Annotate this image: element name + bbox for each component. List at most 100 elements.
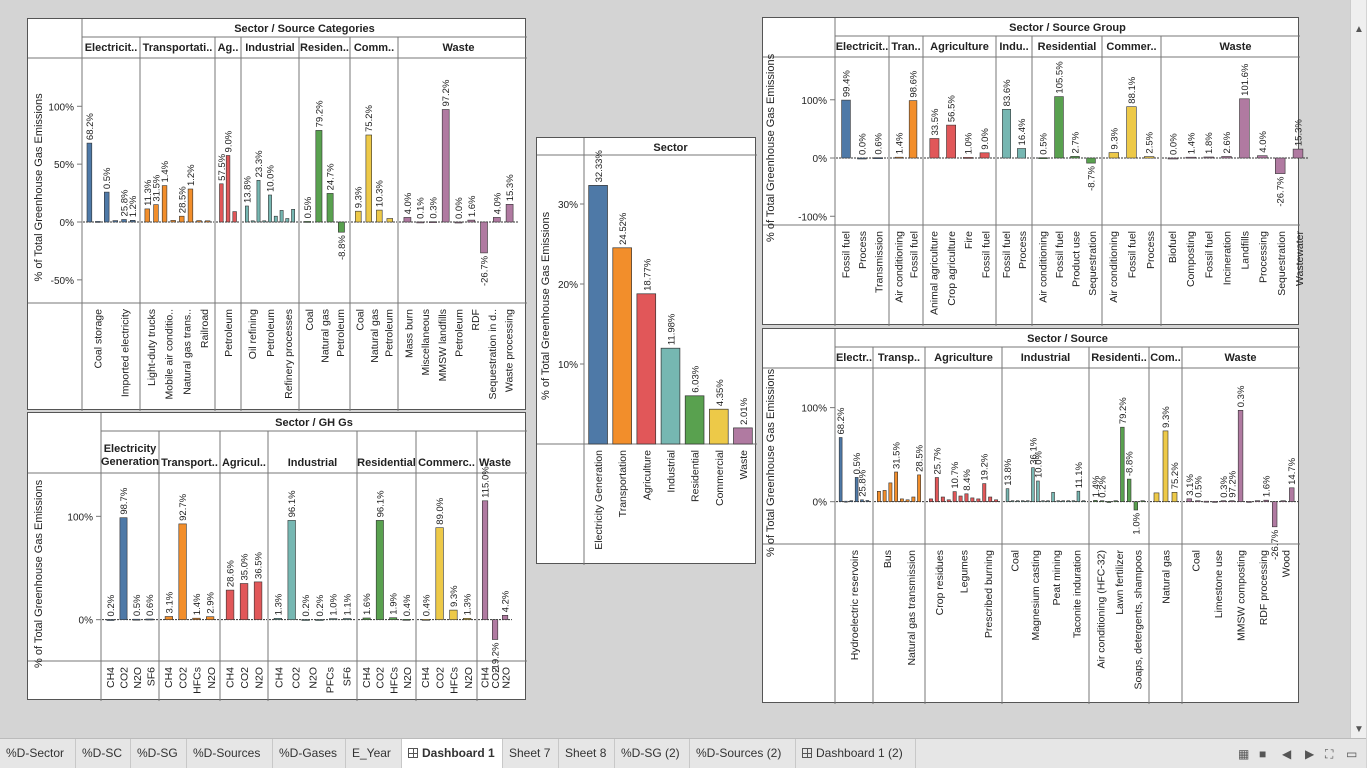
data-label: 101.6% <box>1240 63 1251 96</box>
y-tick-label: 0% <box>79 616 94 627</box>
bar <box>873 157 883 159</box>
panel-source[interactable]: Sector / Source% of Total Greenhouse Gas… <box>762 328 1300 704</box>
bar <box>1108 152 1119 159</box>
bar <box>1212 501 1218 503</box>
bar <box>389 617 398 620</box>
show-filmstrip-icon[interactable]: ■ <box>1259 747 1267 761</box>
bar <box>1066 500 1070 502</box>
data-label: 1.6% <box>362 593 373 615</box>
group-header: Industrial <box>245 42 295 54</box>
bar <box>1099 500 1105 502</box>
bar <box>501 615 509 620</box>
panel-source-categories[interactable]: Sector / Source Categories% of Total Gre… <box>27 18 527 411</box>
category-label: Lawn fertilizer <box>1114 550 1126 615</box>
bar <box>119 517 128 620</box>
data-label: 2.5% <box>1145 131 1156 153</box>
group-header: Residenti.. <box>1091 352 1147 364</box>
bar <box>1280 500 1286 502</box>
tab-dashboard-1[interactable]: Dashboard 1 <box>402 739 503 768</box>
category-label: Agriculture <box>641 450 653 500</box>
category-label: CH4 <box>224 667 236 688</box>
bar <box>660 347 681 445</box>
next-sheet-icon[interactable]: ▶ <box>1305 747 1315 761</box>
previous-sheet-icon[interactable]: ◀ <box>1282 747 1292 761</box>
category-label: HFCs <box>449 667 461 694</box>
bar <box>888 482 893 502</box>
data-label: 1.6% <box>1262 475 1273 497</box>
data-label: 92.7% <box>178 493 189 520</box>
bar <box>1046 500 1050 502</box>
bar <box>1203 156 1214 159</box>
bar <box>376 209 383 223</box>
tab-d-sc[interactable]: %D-SC <box>76 739 131 768</box>
vertical-scrollbar[interactable]: ▲ ▼ <box>1350 0 1366 738</box>
y-tick-label: 30% <box>558 200 578 211</box>
chart-ghgs: Sector / GH Gs% of Total Greenhouse Gas … <box>28 413 527 701</box>
bar <box>1257 155 1268 159</box>
tab-label: %D-SC <box>82 746 123 760</box>
panel-sector[interactable]: Sector% of Total Greenhouse Gas Emission… <box>536 137 757 565</box>
presentation-mode-icon[interactable]: ▭ <box>1346 747 1358 761</box>
scroll-down-icon[interactable]: ▼ <box>1354 724 1364 735</box>
tab-d-sg-2[interactable]: %D-SG (2) <box>615 739 690 768</box>
data-label: 115.0% <box>481 466 492 498</box>
data-label: 9.0% <box>224 130 235 152</box>
bar <box>219 183 224 223</box>
data-label: 14.7% <box>1287 457 1298 484</box>
tab-sheet-7[interactable]: Sheet 7 <box>503 739 559 768</box>
tab-label: %D-SG <box>137 746 178 760</box>
group-header: Transp.. <box>878 352 920 364</box>
data-label: 16.4% <box>1017 118 1028 145</box>
data-label: 10.7% <box>950 461 961 488</box>
tab-dashboard-1-2[interactable]: Dashboard 1 (2) <box>796 739 916 768</box>
category-label: Natural gas transmission <box>906 550 918 666</box>
bar <box>273 618 283 620</box>
category-label: Commercial <box>714 450 726 506</box>
data-label: 56.5% <box>947 95 958 122</box>
data-label: 1.2% <box>186 164 197 186</box>
tab-sheet-8[interactable]: Sheet 8 <box>559 739 615 768</box>
bar <box>239 583 249 621</box>
bar <box>329 618 338 620</box>
tab-d-sg[interactable]: %D-SG <box>131 739 187 768</box>
category-label: Soaps, detergents, shampoos <box>1133 550 1145 690</box>
tab-d-sources[interactable]: %D-Sources <box>187 739 273 768</box>
tab-d-sources-2[interactable]: %D-Sources (2) <box>690 739 796 768</box>
data-label: 9.3% <box>449 585 460 607</box>
tab-d-gases[interactable]: %D-Gases <box>273 739 346 768</box>
tab-d-sector[interactable]: %D-Sector <box>0 739 76 768</box>
bar <box>1237 410 1244 503</box>
data-label: 1.0% <box>329 593 340 615</box>
bar <box>917 474 922 502</box>
group-header: Electricit.. <box>85 42 138 54</box>
data-label: 4.35% <box>715 379 726 406</box>
show-sheet-sorter-icon[interactable]: ▦ <box>1238 747 1250 761</box>
category-label: Refinery processes <box>283 309 295 399</box>
category-label: CO2 <box>434 667 446 689</box>
data-label: 96.1% <box>375 490 386 517</box>
category-label: Sequestration in d.. <box>487 309 499 399</box>
panel-source-group[interactable]: Sector / Source Group% of Total Greenhou… <box>762 17 1309 326</box>
category-label: MMSW landfills <box>437 309 449 381</box>
data-label: -19.2% <box>491 642 502 673</box>
category-label: Natural gas <box>320 309 332 363</box>
bar <box>365 134 372 223</box>
y-tick-label: -100% <box>798 212 827 223</box>
category-label: Product use <box>1070 231 1082 287</box>
data-label: 33.5% <box>930 108 941 135</box>
group-header: Waste <box>443 42 475 54</box>
category-label: Crop agriculture <box>946 231 958 306</box>
bar <box>1017 148 1026 159</box>
bar <box>1093 500 1098 502</box>
data-label: 1.3% <box>273 593 284 615</box>
tab-e-year[interactable]: E_Year <box>346 739 402 768</box>
category-label: N2O <box>402 667 414 689</box>
fullscreen-icon[interactable]: ⛶ <box>1325 747 1334 761</box>
scroll-up-icon[interactable]: ▲ <box>1354 24 1364 35</box>
data-label: 25.8% <box>120 189 131 216</box>
data-label: 2.7% <box>1071 131 1082 153</box>
data-label: -26.7% <box>1270 529 1281 560</box>
bar <box>844 500 848 503</box>
bar <box>304 221 311 223</box>
panel-ghgs[interactable]: Sector / GH Gs% of Total Greenhouse Gas … <box>27 412 527 701</box>
